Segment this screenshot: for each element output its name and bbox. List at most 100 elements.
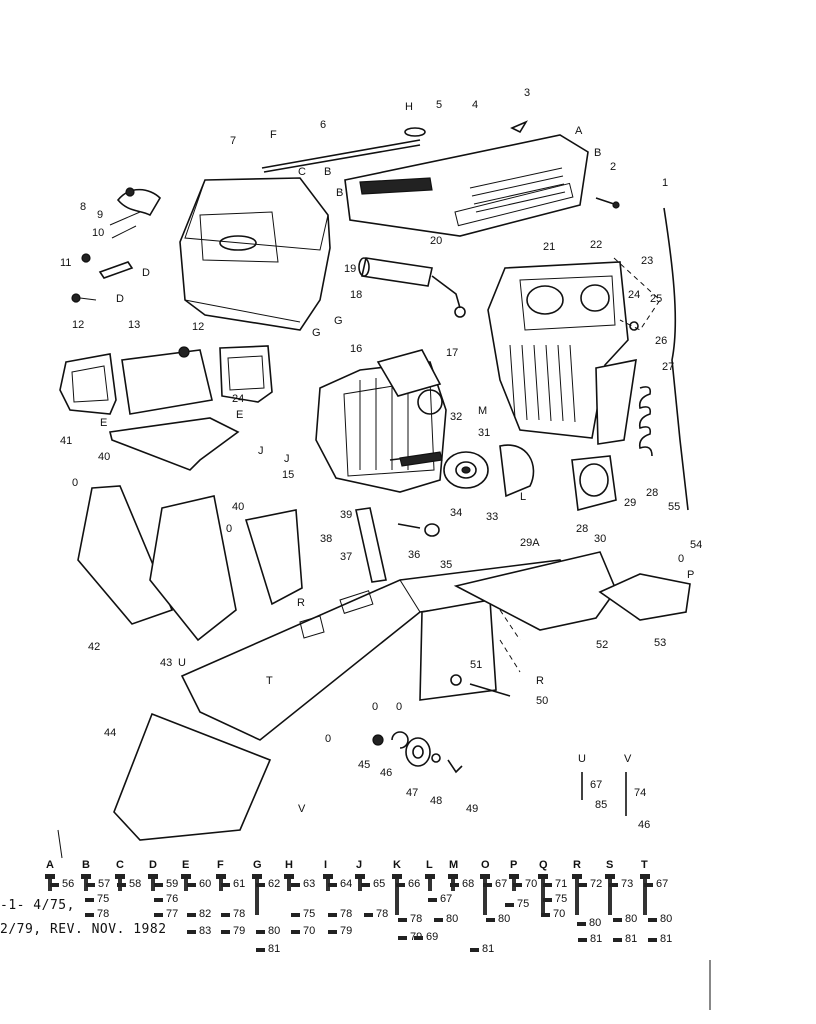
callout-G: G	[312, 327, 321, 339]
washer-icon	[221, 913, 230, 917]
callout-18: 18	[350, 289, 362, 301]
legend-part-67: 67	[495, 878, 507, 890]
washer-icon	[543, 883, 552, 887]
legend-part-63: 63	[303, 878, 315, 890]
legend-part-73: 73	[621, 878, 633, 890]
legend-part-68: 68	[462, 878, 474, 890]
callout-U: U	[578, 753, 586, 765]
cable-1	[663, 207, 689, 511]
washer-icon	[613, 938, 622, 942]
callout-U: U	[178, 657, 186, 669]
margin-tick	[57, 829, 63, 859]
callout-0: 0	[678, 553, 684, 565]
legend-part-69: 69	[426, 931, 438, 943]
legend-part-80: 80	[589, 917, 601, 929]
bolt-2-head	[612, 201, 620, 209]
bracket-41	[109, 417, 240, 471]
callout-44: 44	[104, 727, 116, 739]
legend-letter-M: M	[449, 859, 458, 871]
legend-letter-R: R	[573, 859, 581, 871]
callout-16: 16	[350, 343, 362, 355]
legend-part-78: 78	[340, 908, 352, 920]
screw-icon	[448, 874, 458, 891]
legend-part-81: 81	[660, 933, 672, 945]
callout-67: 67	[590, 779, 602, 791]
washer-icon	[470, 948, 479, 952]
washer-icon	[85, 898, 94, 902]
part-5	[404, 120, 528, 137]
washer-icon	[434, 918, 443, 922]
legend-letter-K: K	[393, 859, 401, 871]
callout-43: 43	[160, 657, 172, 669]
washer-icon	[187, 913, 196, 917]
callout-33: 33	[486, 511, 498, 523]
washer-icon	[154, 913, 163, 917]
callout-45: 45	[358, 759, 370, 771]
callout-20: 20	[430, 235, 442, 247]
callout-46: 46	[380, 767, 392, 779]
washer-icon	[328, 883, 337, 887]
callout-8: 8	[80, 201, 86, 213]
washer-icon	[85, 913, 94, 917]
washer-icon	[328, 930, 337, 934]
legend-part-70: 70	[525, 878, 537, 890]
grille-housing	[487, 261, 637, 445]
callout-29A: 29A	[520, 537, 540, 549]
legend-part-78: 78	[410, 913, 422, 925]
washer-icon	[396, 883, 405, 887]
legend-part-80: 80	[268, 925, 280, 937]
screw-icon	[480, 874, 490, 915]
callout-H: H	[405, 101, 413, 113]
legend-part-67: 67	[440, 893, 452, 905]
washer-icon	[361, 883, 370, 887]
legend-part-67: 67	[656, 878, 668, 890]
washer-icon	[86, 883, 95, 887]
screw-icon	[425, 874, 435, 891]
callout-9: 9	[97, 209, 103, 221]
callout-34: 34	[450, 507, 462, 519]
screw-icon	[538, 874, 548, 915]
legend-letter-T: T	[641, 859, 648, 871]
screw-icon	[181, 874, 191, 891]
legend-letter-Q: Q	[539, 859, 548, 871]
washer-icon	[154, 883, 163, 887]
legend-part-59: 59	[166, 878, 178, 890]
washer-icon	[398, 918, 407, 922]
plate-43	[149, 495, 237, 642]
legend-part-70: 70	[303, 925, 315, 937]
callout-M: M	[478, 405, 487, 417]
callout-42: 42	[88, 641, 100, 653]
callout-50: 50	[536, 695, 548, 707]
washer-icon	[486, 918, 495, 922]
washer-icon	[541, 913, 550, 917]
legend-part-57: 57	[98, 878, 110, 890]
callout-13: 13	[128, 319, 140, 331]
callout-26: 26	[655, 335, 667, 347]
callout-V: V	[624, 753, 632, 765]
callout-28: 28	[576, 523, 588, 535]
callout-J: J	[258, 445, 264, 457]
callout-2: 2	[610, 161, 616, 173]
cover-29	[571, 455, 617, 512]
legend-part-83: 83	[199, 925, 211, 937]
legend-part-75: 75	[97, 893, 109, 905]
screw-icon	[81, 874, 91, 891]
console-7	[179, 177, 331, 331]
legend-part-79: 79	[340, 925, 352, 937]
washer-icon	[187, 883, 196, 887]
callout-32: 32	[450, 411, 462, 423]
legend-part-76: 76	[166, 893, 178, 905]
washer-icon	[505, 903, 514, 907]
plate-38	[244, 509, 303, 606]
tube-37	[355, 507, 387, 583]
callout-E: E	[100, 417, 107, 429]
guard-33	[499, 444, 535, 498]
callout-T: T	[266, 675, 273, 687]
legend-letter-E: E	[182, 859, 189, 871]
callout-G: G	[334, 315, 343, 327]
callout-E: E	[236, 409, 243, 421]
washer-icon	[577, 922, 586, 926]
callout-49: 49	[466, 803, 478, 815]
callout-12: 12	[192, 321, 204, 333]
